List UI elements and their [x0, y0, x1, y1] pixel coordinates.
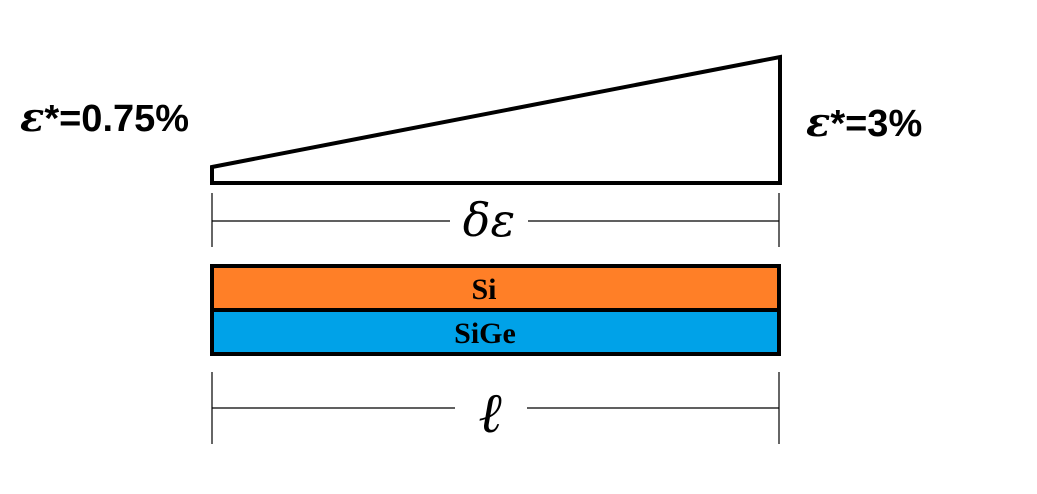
strain-right-label: ε*=3%	[806, 99, 922, 146]
layer-sige	[210, 308, 781, 356]
strain-profile-shape	[210, 54, 782, 185]
strain-left-label: ε*=0.75%	[20, 94, 189, 141]
length-dimension	[211, 372, 780, 444]
strain-right-value: *=3%	[830, 103, 922, 145]
layer-si-label: Si	[471, 273, 496, 306]
strain-right-symbol: ε	[806, 99, 830, 146]
bilayer: Si SiGe	[210, 264, 781, 356]
layer-sige-label: SiGe	[454, 317, 516, 350]
length-label: ℓ	[478, 381, 502, 446]
layer-si	[210, 264, 781, 312]
strain-gradient-dimension	[211, 193, 780, 247]
strain-left-symbol: ε	[20, 94, 44, 141]
strain-left-value: *=0.75%	[44, 98, 189, 140]
strain-gradient-label: δε	[463, 193, 515, 247]
